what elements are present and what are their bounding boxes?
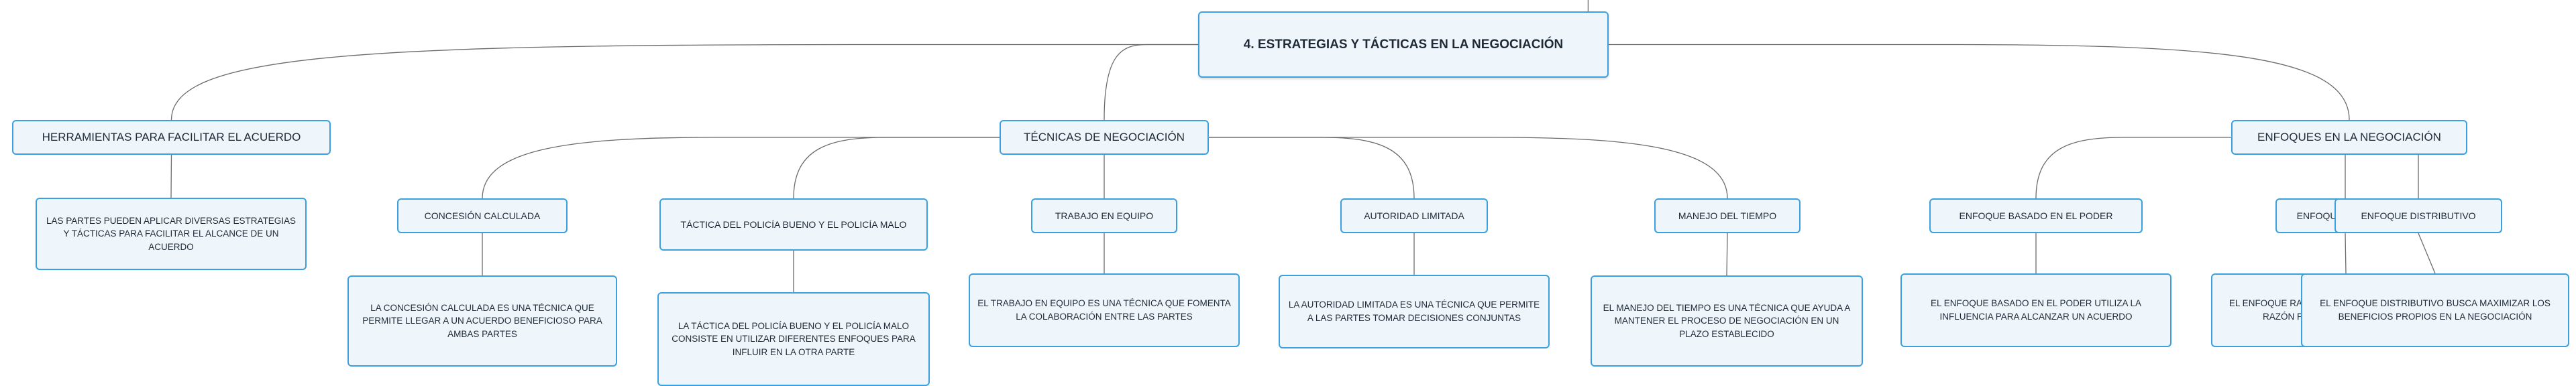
node-equipo-desc[interactable]: EL TRABAJO EN EQUIPO ES UNA TÉCNICA QUE … (969, 273, 1240, 347)
connector-lines (170, 0, 2436, 292)
node-autoridad-desc[interactable]: LA AUTORIDAD LIMITADA ES UNA TÉCNICA QUE… (1279, 275, 1550, 348)
edge-racional_desc (2345, 233, 2347, 274)
node-equipo[interactable]: TRABAJO EN EQUIPO (1031, 198, 1177, 233)
node-concesion-desc[interactable]: LA CONCESIÓN CALCULADA ES UNA TÉCNICA QU… (347, 275, 617, 367)
edge-policia (793, 137, 1000, 199)
edge-poder (2035, 137, 2231, 199)
edge-tecnicas (1104, 44, 1198, 121)
node-tiempo[interactable]: MANEJO DEL TIEMPO (1654, 198, 1801, 233)
node-distributivo[interactable]: ENFOQUE DISTRIBUTIVO (2334, 198, 2502, 233)
root-node[interactable]: 4. ESTRATEGIAS Y TÁCTICAS EN LA NEGOCIAC… (1198, 11, 1609, 78)
edge-enfoques (1609, 44, 2350, 121)
node-autoridad[interactable]: AUTORIDAD LIMITADA (1340, 198, 1488, 233)
node-concesion[interactable]: CONCESIÓN CALCULADA (397, 198, 568, 233)
node-herramientas-desc[interactable]: LAS PARTES PUEDEN APLICAR DIVERSAS ESTRA… (36, 198, 307, 270)
node-enfoques[interactable]: ENFOQUES EN LA NEGOCIACIÓN (2231, 120, 2467, 155)
node-distributivo-desc[interactable]: EL ENFOQUE DISTRIBUTIVO BUSCA MAXIMIZAR … (2301, 273, 2569, 347)
node-tecnicas[interactable]: TÉCNICAS DE NEGOCIACIÓN (1000, 120, 1209, 155)
node-poder-desc[interactable]: EL ENFOQUE BASADO EN EL PODER UTILIZA LA… (1900, 273, 2171, 347)
edge-autoridad (1209, 137, 1415, 199)
edge-herramientas_desc (170, 154, 172, 198)
node-tiempo-desc[interactable]: EL MANEJO DEL TIEMPO ES UNA TÉCNICA QUE … (1591, 275, 1863, 367)
edge-distributivo_desc (2418, 233, 2436, 274)
edge-herramientas (170, 44, 1198, 121)
node-herramientas[interactable]: HERRAMIENTAS PARA FACILITAR EL ACUERDO (12, 120, 331, 155)
edge-concesion (482, 137, 1000, 199)
node-poder[interactable]: ENFOQUE BASADO EN EL PODER (1929, 198, 2143, 233)
node-policia[interactable]: TÁCTICA DEL POLICÍA BUENO Y EL POLICÍA M… (659, 198, 928, 251)
edge-tiempo (1209, 137, 1728, 199)
node-policia-desc[interactable]: LA TÁCTICA DEL POLICÍA BUENO Y EL POLICÍ… (657, 292, 930, 386)
